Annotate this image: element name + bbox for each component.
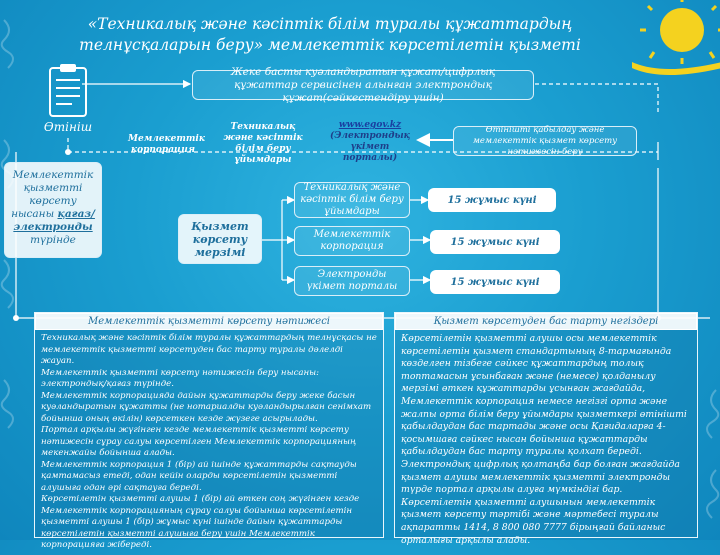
channel-colleges: Техникалық және кәсіптік білім беру ұйым… <box>223 122 303 165</box>
page-title: «Техникалық және кәсіптік білім туралы қ… <box>79 15 581 54</box>
service-term-box: Қызмет көрсету мерзімі <box>178 214 262 264</box>
provider-colleges: Техникалық және кәсіптік білім беру ұйым… <box>294 182 410 218</box>
clipboard-icon <box>49 64 87 117</box>
applicant-block: Өтініш <box>38 62 98 140</box>
result-panel-text: Техникалық және кәсіптік білім туралы құ… <box>41 333 377 550</box>
days-state-corp: 15 жұмыс күні <box>430 230 560 254</box>
provider-egov: Электронды үкімет порталы <box>294 266 410 296</box>
ornament-left <box>0 19 14 429</box>
result-panel-heading: Мемлекеттік қызметті көрсету нәтижесі <box>35 313 383 330</box>
id-document-box: Жеке басты куәландыратын құжат/цифрлық қ… <box>192 66 534 104</box>
refusal-panel: Қызмет көрсетуден бас тарту негіздері Кө… <box>394 312 698 546</box>
days-colleges: 15 жұмыс күні <box>428 188 556 212</box>
days-egov: 15 жұмыс күні <box>430 270 560 294</box>
egov-link[interactable]: www.egov.kz <box>338 120 402 130</box>
form-type-link[interactable]: қағаз/ электронды <box>13 208 95 233</box>
result-panel: Мемлекеттік қызметті көрсету нәтижесі Те… <box>34 312 384 550</box>
channel-egov: www.egov.kz (Электрондық үкімет порталы) <box>330 120 410 163</box>
refusal-panel-heading: Қызмет көрсетуден бас тарту негіздері <box>395 313 697 330</box>
service-form-box: Мемлекеттік қызметті көрсету нысаны қаға… <box>4 162 102 258</box>
refusal-panel-text: Көрсетілетін қызметті алушы осы мемлекет… <box>401 333 687 546</box>
applicant-label: Өтініш <box>43 120 93 134</box>
receive-result-box: Өтінішті қабылдау және мемлекеттік қызме… <box>453 125 637 157</box>
ornament-right <box>706 389 720 519</box>
provider-state-corp: Мемлекеттік корпорация <box>294 226 410 256</box>
sun-icon <box>632 0 720 75</box>
channel-state-corp: Мемлекеттік корпорация <box>128 134 205 155</box>
